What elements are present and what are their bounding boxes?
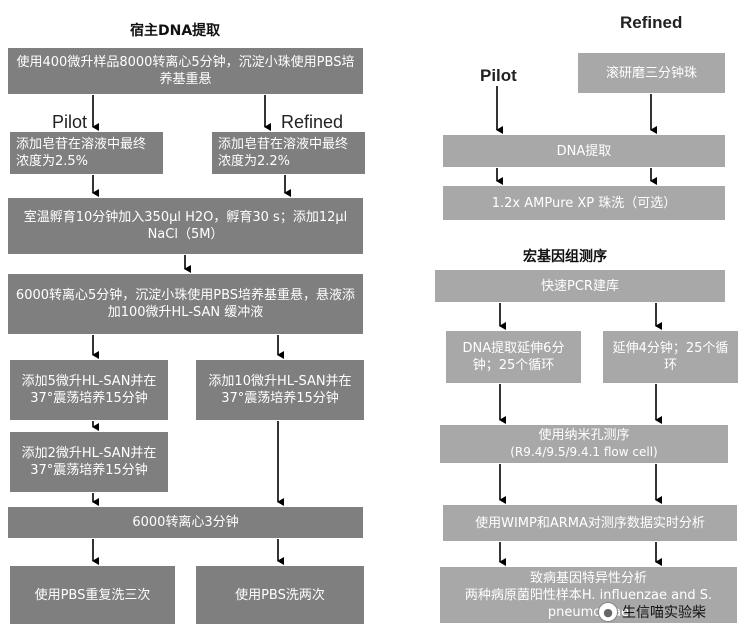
step-sample-centrifuge: 使用400微升样品8000转离心5分钟，沉淀小珠使用PBS培养基重悬 xyxy=(8,48,363,94)
left-refined-label: Refined xyxy=(281,112,344,132)
watermark-text: 生信喵实验柴 xyxy=(622,605,706,621)
watermark: ● 生信喵实验柴 xyxy=(598,602,706,622)
step-centrifuge-6000: 6000转离心5分钟，沉淀小珠使用PBS培养基重悬，悬液添加100微升HL-SA… xyxy=(8,274,363,334)
step-centrifuge-3min: 6000转离心3分钟 xyxy=(8,507,363,538)
step-incubate-nacl: 室温孵育10分钟加入350μl H2O，孵育30 s；添加12μl NaCl（5… xyxy=(8,198,363,254)
step-rapid-pcr: 快速PCR建库 xyxy=(435,270,725,302)
step-dna-extraction: DNA提取 xyxy=(443,135,725,167)
step-extension-4min: 延伸4分钟；25个循环 xyxy=(603,331,738,383)
step-extension-6min: DNA提取延伸6分钟；25个循环 xyxy=(446,331,581,383)
step-hlsan-5: 添加5微升HL-SAN并在37°震荡培养15分钟 xyxy=(10,360,168,420)
step-wash-three: 使用PBS重复洗三次 xyxy=(10,566,175,624)
step-realtime-analysis: 使用WIMP和ARMA对测序数据实时分析 xyxy=(443,505,737,541)
metagenome-title: 宏基因组测序 xyxy=(523,249,607,265)
step-bead-beating: 滚研磨三分钟珠 xyxy=(578,53,725,93)
right-refined-label: Refined xyxy=(620,13,683,32)
step-pathogen-analysis: 致病基因特异性分析 两种病原菌阳性样本H. influenzae and S. … xyxy=(440,567,737,623)
step-saponin-pilot: 添加皂苷在溶液中最终浓度为2.5% xyxy=(10,132,163,174)
step-wash-two: 使用PBS洗两次 xyxy=(196,566,364,624)
right-pilot-label: Pilot xyxy=(480,66,517,85)
wechat-logo-icon: ● xyxy=(598,602,618,622)
step-hlsan-2: 添加2微升HL-SAN并在37°震荡培养15分钟 xyxy=(10,432,168,492)
flowcell-label: (R9.4/9.5/9.4.1 flow cell) xyxy=(510,445,658,459)
left-pilot-label: Pilot xyxy=(52,112,88,132)
step-hlsan-10: 添加10微升HL-SAN并在37°震荡培养15分钟 xyxy=(196,360,364,420)
pathogen-line1: 致病基因特异性分析 xyxy=(529,570,647,586)
host-dna-title: 宿主DNA提取 xyxy=(130,23,221,39)
step-nanopore: 使用纳米孔测序 (R9.4/9.5/9.4.1 flow cell) xyxy=(440,425,728,463)
step-ampure-wash: 1.2x AMPure XP 珠洗（可选） xyxy=(443,186,725,220)
nanopore-label: 使用纳米孔测序 xyxy=(538,428,630,443)
step-saponin-refined: 添加皂苷在溶液中最终浓度为2.2% xyxy=(212,132,365,174)
